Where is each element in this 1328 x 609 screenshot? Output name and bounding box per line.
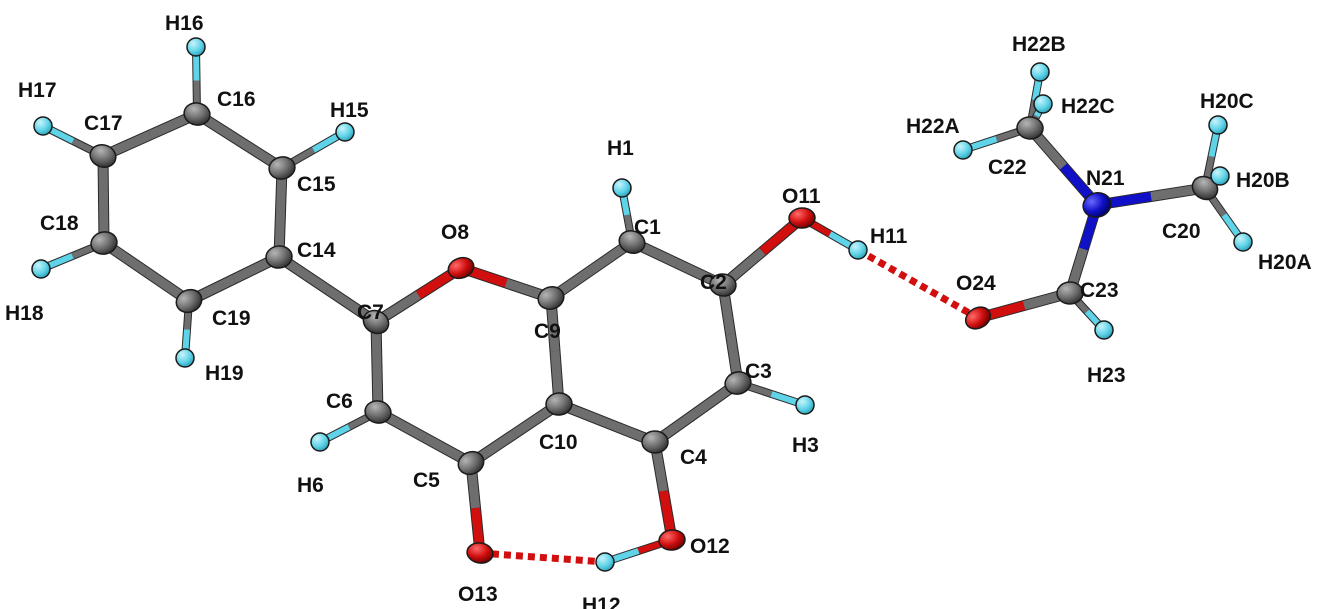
- atom-H15: [335, 122, 355, 142]
- atom-C1: [618, 229, 646, 255]
- atom-C6: [364, 400, 392, 424]
- atom-O24: [964, 306, 992, 330]
- atom-C2: [709, 273, 737, 297]
- atom-label-H18: H18: [5, 302, 44, 325]
- atom-label-C17: C17: [84, 112, 123, 135]
- atom-C20: [1191, 175, 1219, 201]
- atom-H22C: [1033, 94, 1053, 114]
- atom-label-C14: C14: [297, 239, 336, 262]
- atom-N21: [1082, 192, 1112, 218]
- atom-H11: [848, 240, 868, 260]
- atom-label-C16: C16: [217, 88, 256, 111]
- atom-H17: [33, 116, 53, 136]
- atom-label-C19: C19: [212, 307, 251, 330]
- atom-label-C7: C7: [357, 301, 384, 324]
- atom-label-C6: C6: [326, 390, 353, 413]
- atom-C9: [537, 286, 565, 310]
- atom-label-H11: H11: [870, 225, 908, 248]
- atom-label-C10: C10: [539, 431, 578, 454]
- atom-label-H1: H1: [607, 137, 634, 160]
- atom-label-H23: H23: [1087, 364, 1126, 387]
- atom-C16: [183, 102, 211, 126]
- atom-H19: [175, 348, 195, 368]
- atom-C7: [362, 309, 390, 335]
- atom-O11: [788, 207, 816, 229]
- atom-O13: [466, 542, 494, 564]
- atom-C23: [1056, 281, 1084, 305]
- atom-label-C23: C23: [1080, 279, 1119, 302]
- hbond-H11-O24: [856, 246, 980, 322]
- atom-label-C22: C22: [988, 156, 1027, 179]
- atom-O12: [658, 529, 686, 551]
- atom-label-H22C: H22C: [1061, 95, 1115, 118]
- atom-label-O11: O11: [782, 185, 821, 208]
- atom-label-O24: O24: [956, 272, 996, 295]
- hydrogen-bonds-layer: [479, 246, 980, 566]
- atom-C18: [90, 231, 118, 255]
- atom-H23: [1094, 320, 1114, 340]
- atom-label-H12: H12: [582, 594, 621, 609]
- atom-label-N21: N21: [1086, 167, 1125, 190]
- atom-label-C15: C15: [297, 173, 336, 196]
- atom-label-O8: O8: [441, 221, 469, 244]
- atom-H3: [795, 395, 815, 415]
- atom-label-C9: C9: [534, 320, 561, 343]
- atom-C3: [724, 371, 752, 395]
- atom-label-H22A: H22A: [906, 115, 960, 138]
- atom-label-O13: O13: [458, 583, 498, 606]
- atoms-layer: [31, 37, 1253, 572]
- atom-label-H15: H15: [330, 99, 369, 122]
- atom-label-H6: H6: [297, 474, 324, 497]
- atom-H20A: [1233, 232, 1253, 252]
- atom-label-H19: H19: [205, 362, 244, 385]
- atom-C5: [457, 450, 485, 476]
- atom-label-H22B: H22B: [1012, 33, 1066, 56]
- atom-label-C5: C5: [413, 469, 440, 492]
- atom-label-H20C: H20C: [1200, 90, 1254, 113]
- atom-C4: [641, 430, 669, 454]
- atom-H22B: [1030, 62, 1050, 82]
- atom-label-C4: C4: [680, 446, 707, 469]
- atom-label-C1: C1: [634, 216, 661, 239]
- atom-H20B: [1210, 166, 1230, 186]
- atom-label-C20: C20: [1162, 220, 1201, 243]
- atom-H20C: [1208, 115, 1228, 135]
- atom-label-H3: H3: [792, 434, 819, 457]
- atom-label-H20A: H20A: [1258, 251, 1312, 274]
- atom-C10: [545, 392, 573, 416]
- atom-label-C18: C18: [40, 212, 79, 235]
- atom-H12: [595, 552, 615, 572]
- atom-label-O12: O12: [690, 535, 730, 558]
- atom-H22A: [953, 140, 973, 160]
- bonds-layer: [37, 43, 1247, 566]
- atom-label-C2: C2: [700, 271, 727, 294]
- atom-label-H17: H17: [18, 79, 57, 102]
- atom-label-H16: H16: [165, 12, 204, 35]
- atom-O8: [447, 256, 475, 280]
- hbond-O13-H12: [479, 549, 606, 566]
- atom-H18: [31, 259, 51, 279]
- atom-label-C3: C3: [745, 360, 772, 383]
- atom-C14: [265, 245, 293, 269]
- atom-C17: [89, 144, 117, 168]
- atom-H6: [310, 432, 330, 452]
- atom-H16: [186, 37, 206, 57]
- atom-C22: [1016, 116, 1044, 140]
- atom-label-H20B: H20B: [1236, 169, 1290, 192]
- atom-H1: [612, 178, 632, 198]
- atom-C15: [268, 156, 296, 180]
- atom-C19: [175, 288, 203, 314]
